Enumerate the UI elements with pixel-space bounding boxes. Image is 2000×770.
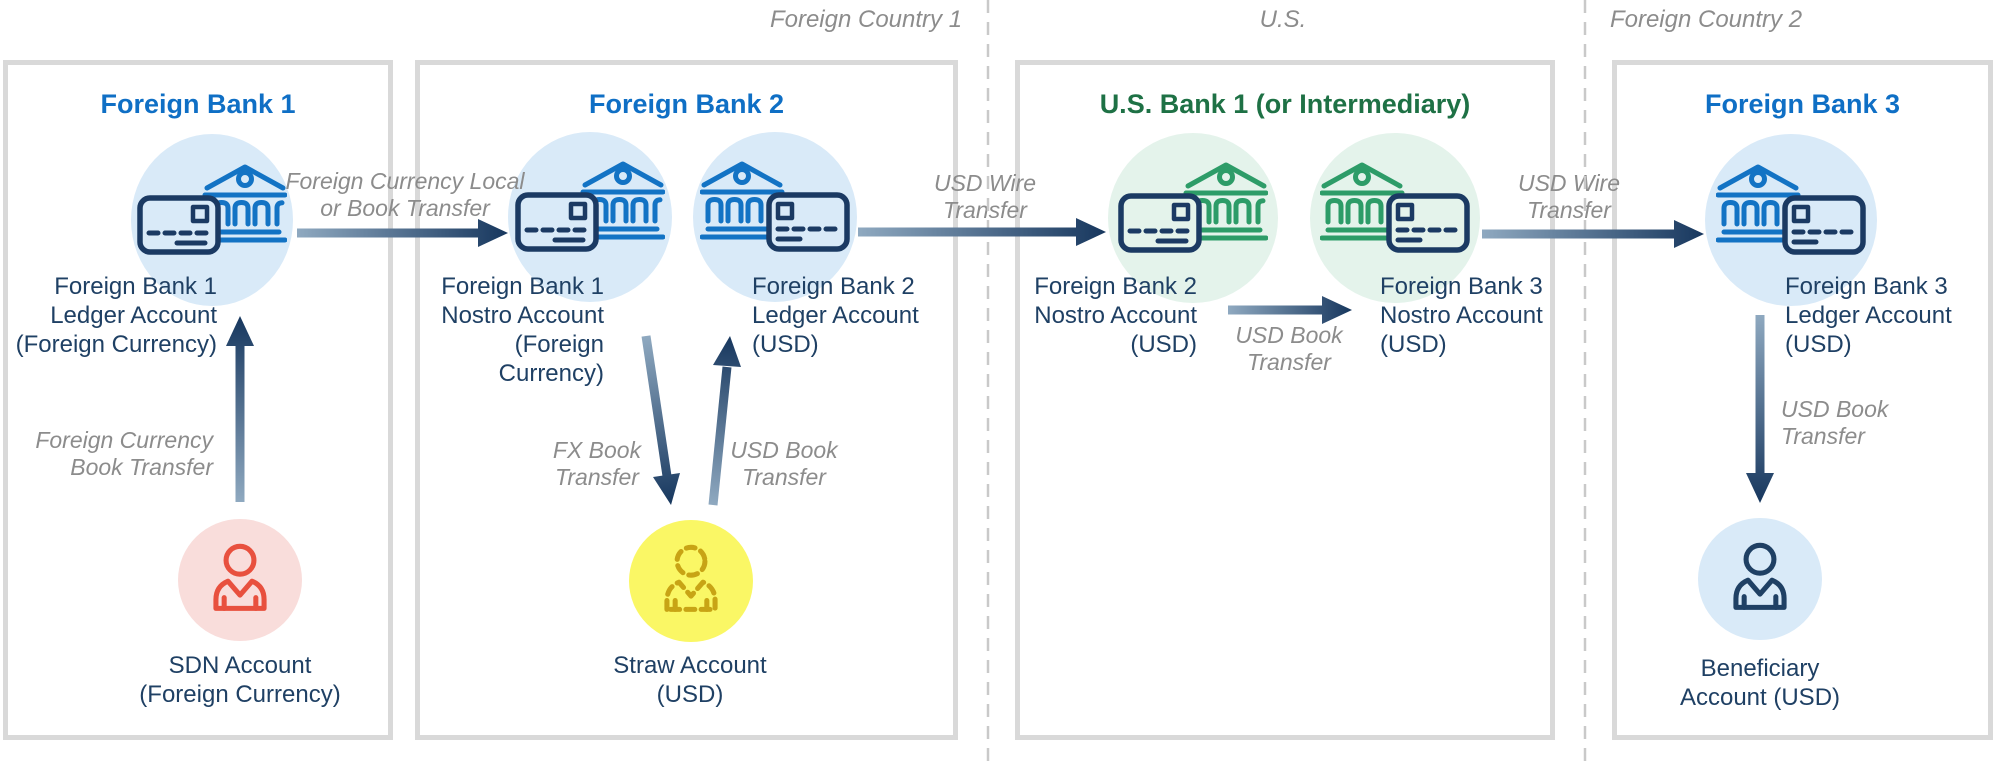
node-circle-sdn xyxy=(178,519,302,641)
bank-card-icon xyxy=(1716,162,1866,262)
label-fb3-ledger-account: Foreign Bank 3 Ledger Account (USD) xyxy=(1785,273,1952,358)
label-beneficiary-account: Beneficiary Account (USD) xyxy=(1679,655,1841,711)
sdn-person-icon xyxy=(202,540,278,616)
flow-label-usd-book-transfer-us: USD Book Transfer xyxy=(1235,322,1343,375)
region-label-foreign-country-1: Foreign Country 1 xyxy=(769,6,963,33)
label-fb2-ledger-account: Foreign Bank 2 Ledger Account (USD) xyxy=(752,273,919,358)
label-fb1-nostro-account: Foreign Bank 1 Nostro Account (Foreign C… xyxy=(441,273,604,387)
label-fb3-nostro-account: Foreign Bank 3 Nostro Account (USD) xyxy=(1380,273,1543,358)
label-fb1-ledger-account: Foreign Bank 1 Ledger Account (Foreign C… xyxy=(15,273,217,358)
flow-label-foreign-currency-local-or-book-transfer: Foreign Currency Local or Book Transfer xyxy=(285,168,525,221)
flow-label-foreign-currency-book-transfer: Foreign Currency Book Transfer xyxy=(35,427,213,480)
flow-label-usd-wire-transfer-2: USD Wire Transfer xyxy=(1517,170,1621,223)
box-title-foreign-bank-3: Foreign Bank 3 xyxy=(1704,89,1901,119)
flow-label-usd-book-transfer-beneficiary: USD Book Transfer xyxy=(1781,396,1889,449)
region-label-foreign-country-2: Foreign Country 2 xyxy=(1609,6,1803,33)
bank-card-icon xyxy=(1118,160,1268,260)
label-sdn-account: SDN Account (Foreign Currency) xyxy=(139,652,341,708)
flow-label-usd-book-transfer-straw: USD Book Transfer xyxy=(730,437,838,490)
flow-label-usd-wire-transfer-1: USD Wire Transfer xyxy=(933,170,1037,223)
box-title-foreign-bank-1: Foreign Bank 1 xyxy=(100,89,296,119)
region-label-us: U.S. xyxy=(1259,6,1307,33)
beneficiary-person-icon xyxy=(1722,539,1798,615)
label-straw-account: Straw Account (USD) xyxy=(613,652,767,708)
bank-card-icon xyxy=(1320,160,1470,260)
box-title-us-bank-1: U.S. Bank 1 (or Intermediary) xyxy=(1099,89,1471,119)
box-title-foreign-bank-2: Foreign Bank 2 xyxy=(588,89,785,119)
flow-label-fx-book-transfer: FX Book Transfer xyxy=(552,437,642,490)
node-circle-straw xyxy=(629,520,753,642)
node-circle-beneficiary xyxy=(1698,518,1822,640)
straw-person-icon xyxy=(653,541,729,617)
label-fb2-nostro-account: Foreign Bank 2 Nostro Account (USD) xyxy=(1034,273,1197,358)
bank-card-icon xyxy=(700,159,850,259)
box-us-bank-1: U.S. Bank 1 (or Intermediary) xyxy=(1015,60,1555,740)
